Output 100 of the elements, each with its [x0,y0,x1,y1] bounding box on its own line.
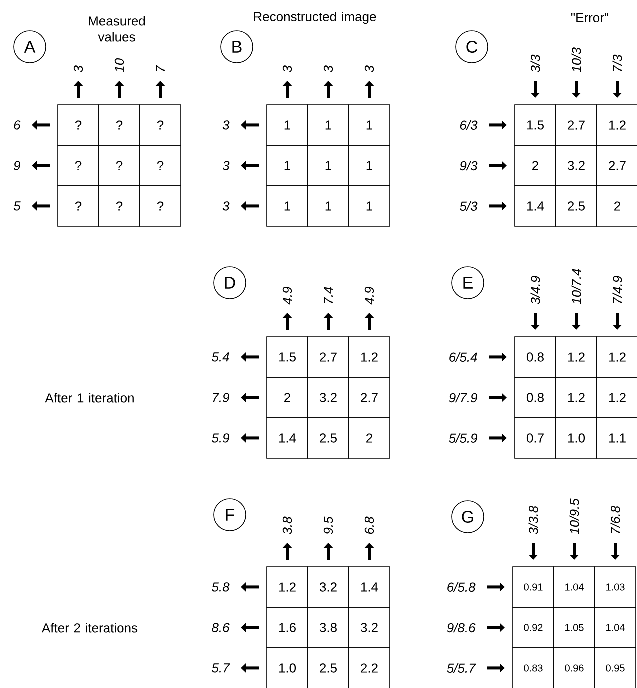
grid-cell: 1 [266,104,308,146]
grid-cell: 1.0 [266,648,308,688]
projection-value: 9 [14,161,21,170]
grid-cell: 1.2 [596,377,637,418]
projection-value: 5.7 [212,664,230,673]
grid-cell: ? [58,145,100,186]
projection-value: 5 [14,202,21,211]
grid-cell: 1.2 [556,377,598,418]
grid-cell: ? [140,186,182,227]
grid-cell: 2.2 [348,648,390,688]
projection-value: 3 [222,120,230,130]
grid-cell: 2 [348,418,390,459]
grid-cell: 3.2 [308,566,350,608]
grid-cell: 1.1 [596,418,637,459]
grid-cell: ? [140,104,182,146]
heading: After 1 iteration [45,393,134,403]
grid-cell: 1 [348,186,390,227]
heading: Measured values [89,16,146,42]
grid-cell: ? [98,145,140,186]
grid-cell: 1 [348,145,390,186]
grid-cell: 1 [348,104,390,146]
grid-cell: 1.4 [348,566,390,608]
grid-cell: 1 [308,186,350,227]
projection-value: 10/9.5 [570,498,580,534]
projection-value: 10/3 [572,48,582,72]
grid-cell: 0.95 [594,648,636,688]
projection-value: 3/3 [530,54,540,72]
grid-cell: 3.2 [556,145,598,186]
grid-cell: 1.2 [596,104,637,146]
projection-value: 3 [222,161,230,170]
grid-cell: 1.2 [596,336,637,378]
grid-cell: ? [140,145,182,186]
projection-value: 5.4 [212,352,230,362]
projection-value: 7/3 [612,54,622,72]
grid-cell: 2 [514,145,556,186]
grid-cell: 0.8 [514,377,556,418]
projection-value: 7.4 [324,287,333,304]
grid-cell: 0.96 [554,648,596,688]
projection-value: 5/5.7 [447,663,476,673]
grid-cell: 1.2 [348,336,390,378]
grid-cell: 0.83 [512,648,554,688]
grid-cell: 1.2 [266,566,308,608]
grid-cell: 0.92 [512,607,554,648]
projection-value: 3 [324,66,334,72]
grid-cell: 1 [308,104,350,146]
projection-value: 3 [74,66,84,72]
grid-cell: 2.7 [348,377,390,418]
grid-cell: 3.8 [308,607,350,648]
grid-cell: 2.7 [308,336,350,378]
projection-value: 3 [364,66,374,72]
grid-cell: ? [58,186,100,227]
projection-value: 3 [282,66,292,72]
grid-cell: 2.7 [596,145,637,186]
grid-cell: 1.4 [514,186,556,227]
grid-cell: 2.5 [308,418,350,459]
grid-cell: 1.05 [554,607,596,648]
projection-value: 5/3 [460,201,478,211]
projection-value: 10/7.4 [572,269,582,304]
projection-value: 9.5 [324,516,334,534]
heading: "Error" [571,13,608,23]
grid-cell: 1 [266,145,308,186]
grid-cell: ? [98,104,140,146]
grid-cell: 0.7 [514,418,556,459]
grid-cell: 1.03 [594,566,636,608]
projection-value: 8.6 [212,623,230,632]
projection-value: 3 [222,202,230,211]
projection-value: 5.9 [212,434,230,443]
grid-cell: 0.91 [512,566,554,608]
grid-cell: 1.04 [594,607,636,648]
grid-cell: ? [58,104,100,146]
projection-value: 4.9 [282,287,292,305]
projection-value: 5/5.9 [449,433,478,443]
projection-value: 9/8.6 [447,623,476,633]
grid-cell: 1.04 [554,566,596,608]
grid-cell: 1.2 [556,336,598,378]
grid-cell: 1.5 [514,104,556,146]
projection-value: 6/3 [460,120,478,130]
projection-value: 7/6.8 [610,506,620,534]
grid-cell: 2.5 [556,186,598,227]
projection-value: 7/4.9 [612,276,622,304]
heading: After 2 iterations [42,623,138,633]
projection-value: 9/7.9 [449,393,478,403]
grid-cell: 1.5 [266,336,308,378]
grid-cell: 1.6 [266,607,308,648]
grid-cell: 1.4 [266,418,308,459]
grid-cell: 1 [308,145,350,186]
projection-value: 7.9 [213,393,230,402]
projection-value: 10 [114,58,124,72]
grid-cell: ? [98,186,140,227]
projection-value: 3.8 [282,516,292,534]
grid-cell: 1.0 [556,418,598,459]
grid-cell: 0.8 [514,336,556,378]
projection-value: 6/5.8 [448,582,476,592]
projection-value: 5.8 [212,582,230,592]
grid-cell: 1 [266,186,308,227]
projection-value: 9/3 [460,161,478,171]
projection-value: 7 [156,65,165,72]
projection-value: 6/5.4 [450,352,478,362]
grid-cell: 3.2 [308,377,350,418]
projection-value: 6 [14,120,21,130]
